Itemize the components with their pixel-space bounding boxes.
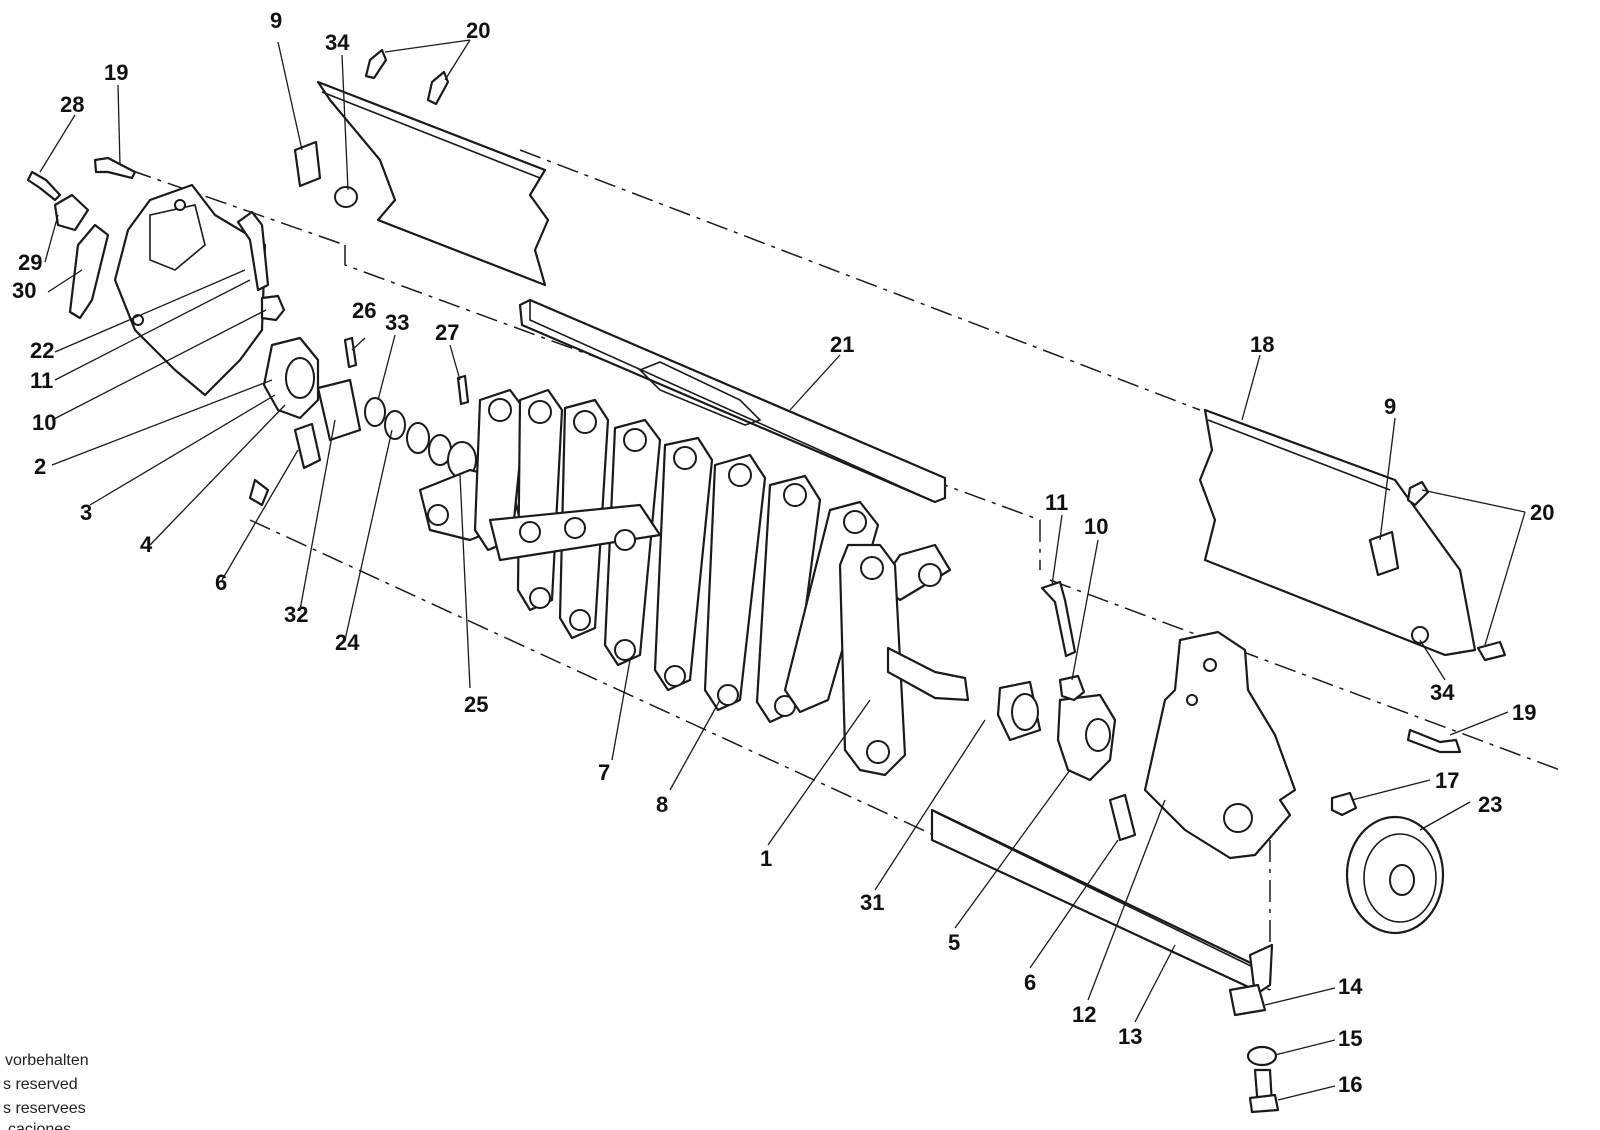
bolt-and-nut-right xyxy=(1040,580,1086,702)
bottom-rail xyxy=(248,478,1274,1017)
label-25: 25 xyxy=(464,692,488,717)
label-10: 10 xyxy=(32,410,56,435)
label-9: 9 xyxy=(270,8,282,33)
label-8: 8 xyxy=(656,792,668,817)
footer-line-2: s reserved xyxy=(3,1076,78,1093)
upright-arm-and-shaft xyxy=(838,543,970,777)
footer-line-3: s reservees xyxy=(3,1100,86,1117)
tine-arm-assembly xyxy=(418,388,952,724)
label-23: 23 xyxy=(1478,792,1502,817)
washer-and-bolt-bottom xyxy=(1246,1045,1280,1114)
right-shaft-hardware xyxy=(996,680,1137,842)
right-side-plate xyxy=(1143,630,1297,860)
label-1: 1 xyxy=(760,846,772,871)
label-34-right: 34 xyxy=(1430,680,1455,705)
sleeves-left xyxy=(293,140,358,470)
label-11: 11 xyxy=(30,368,53,393)
label-15: 15 xyxy=(1338,1026,1362,1051)
label-28: 28 xyxy=(60,92,84,117)
label-10-right: 10 xyxy=(1084,514,1108,539)
label-7: 7 xyxy=(598,760,610,785)
top-cover-plate-right xyxy=(1198,408,1477,657)
label-34: 34 xyxy=(325,30,350,55)
label-21: 21 xyxy=(830,332,854,357)
label-31: 31 xyxy=(860,890,884,915)
label-20-right: 20 xyxy=(1530,500,1554,525)
label-32: 32 xyxy=(284,602,308,627)
label-12: 12 xyxy=(1072,1002,1096,1027)
label-22: 22 xyxy=(30,338,54,363)
screws-top-left xyxy=(26,48,450,202)
label-33: 33 xyxy=(385,310,409,335)
label-19-right: 19 xyxy=(1512,700,1536,725)
label-16: 16 xyxy=(1338,1072,1362,1097)
footer-line-1: vorbehalten xyxy=(5,1052,89,1069)
label-9-right: 9 xyxy=(1384,394,1396,419)
label-17: 17 xyxy=(1435,768,1459,793)
label-20: 20 xyxy=(466,18,490,43)
label-26: 26 xyxy=(352,298,376,323)
label-11-right: 11 xyxy=(1045,490,1068,515)
label-24: 24 xyxy=(335,630,360,655)
label-27: 27 xyxy=(435,320,459,345)
label-19: 19 xyxy=(104,60,128,85)
bolt-and-nut-left xyxy=(236,210,286,322)
label-6: 6 xyxy=(215,570,227,595)
gear-wheel xyxy=(1345,815,1445,935)
label-18: 18 xyxy=(1250,332,1274,357)
label-5: 5 xyxy=(948,930,960,955)
shaft-collars xyxy=(316,336,477,479)
label-29: 29 xyxy=(18,250,42,275)
label-3: 3 xyxy=(80,500,92,525)
bearing-housing-left xyxy=(262,336,320,420)
label-30: 30 xyxy=(12,278,36,303)
label-2: 2 xyxy=(34,454,46,479)
leader-lines xyxy=(39,39,1526,1101)
label-14: 14 xyxy=(1338,974,1363,999)
clip-parts xyxy=(53,193,110,320)
footer-line-4: caciones xyxy=(8,1122,71,1130)
top-cover-plate-left xyxy=(316,80,550,287)
label-13: 13 xyxy=(1118,1024,1142,1049)
square-rail xyxy=(518,298,947,504)
right-hardware xyxy=(1330,480,1507,817)
label-6-right: 6 xyxy=(1024,970,1036,995)
left-side-plate xyxy=(113,183,267,397)
part-number-labels: 9 34 20 19 28 29 30 22 11 10 2 3 4 6 32 … xyxy=(12,8,1554,1097)
label-4: 4 xyxy=(140,532,153,557)
